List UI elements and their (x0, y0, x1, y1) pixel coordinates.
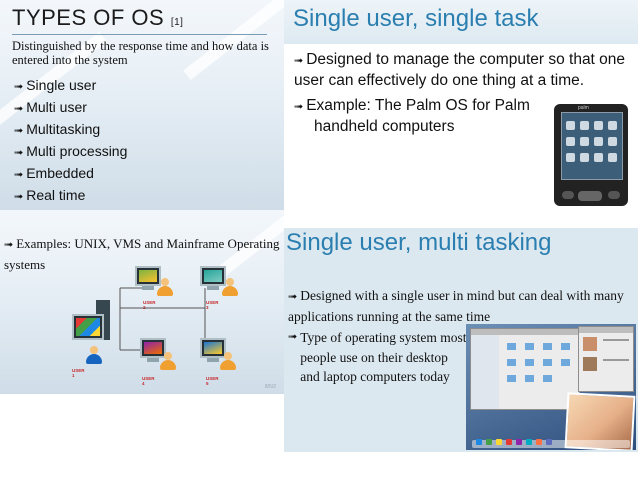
list-item: Real time (14, 184, 127, 206)
bullet-1-text: Designed to manage the computer so that … (294, 51, 626, 89)
slide-single-user-single-task: Single user, single task Designed to man… (284, 0, 638, 212)
bullet-text: Example: The Palm OS for Palm (294, 96, 634, 117)
list-item: Single user (14, 74, 127, 96)
list-item: Multi user (14, 96, 127, 118)
app-icon (580, 137, 589, 146)
intro-text: Distinguished by the response time and h… (12, 39, 269, 67)
app-icon (580, 121, 589, 130)
bullet-text: ➟Type of operating system most people us… (288, 328, 478, 387)
palm-device-image: palm (554, 104, 628, 206)
monitor (200, 266, 226, 286)
monitor (140, 338, 166, 358)
bullet-arrow-icon: ➟ (288, 331, 298, 343)
user-icon (160, 352, 176, 370)
bullet-2-text: Type of operating system most people use… (300, 330, 467, 384)
title-band (284, 0, 638, 44)
app-icon (594, 153, 603, 162)
app-icon (594, 137, 603, 146)
bullet-2-continuation: handheld computers (314, 118, 455, 135)
user-label: USER 3 (206, 300, 219, 310)
mac-desktop-screenshot (466, 324, 636, 450)
slide-title: Single user, single task (293, 5, 539, 32)
palm-brand-label: palm (578, 105, 589, 111)
user-icon (222, 278, 238, 296)
slide-single-user-multi-tasking: Single user, multi tasking Designed with… (284, 228, 638, 452)
os-type-list: Single user Multi user Multitasking Mult… (14, 74, 127, 206)
palm-button (608, 191, 620, 199)
list-item: Embedded (14, 162, 127, 184)
user-icon (220, 352, 236, 370)
network-lines (119, 287, 206, 351)
user-label: USER 2 (143, 300, 156, 310)
title-divider (12, 34, 267, 35)
app-icon (608, 153, 617, 162)
examples-text: Examples: UNIX, VMS and Mainframe Operat… (4, 234, 282, 275)
slide-multi-user: Examples: UNIX, VMS and Mainframe Operat… (0, 210, 284, 394)
dock (472, 439, 630, 448)
title-text: TYPES OF OS (12, 5, 165, 30)
app-icon (566, 137, 575, 146)
monitor (200, 338, 226, 358)
list-item: Multitasking (14, 118, 127, 140)
user-icon (157, 278, 173, 296)
palm-nav-button (578, 191, 602, 201)
app-icon (580, 153, 589, 162)
address-book-window (578, 326, 634, 392)
app-icon (594, 121, 603, 130)
slide-body: Designed to manage the computer so that … (294, 50, 634, 137)
slide-footer: 8/5/2 (264, 384, 276, 390)
monitor (72, 314, 104, 340)
app-icon (566, 121, 575, 130)
user-icon (86, 346, 102, 364)
user-label: USER 4 (142, 376, 155, 386)
bullet-text: Designed with a single user in mind but … (288, 286, 634, 327)
app-icon (608, 137, 617, 146)
bullet-text: Designed to manage the computer so that … (294, 50, 634, 91)
palm-screen (561, 112, 623, 180)
slide-title: Single user, multi tasking (286, 229, 552, 256)
user-label: USER 1 (72, 368, 85, 378)
user-label: USER 5 (206, 376, 219, 386)
reference-mark: [1] (170, 17, 184, 28)
slide-title: TYPES OF OS [1] (12, 5, 183, 31)
app-icon (566, 153, 575, 162)
slide-types-of-os: TYPES OF OS [1] Distinguished by the res… (0, 0, 284, 210)
list-item: Multi processing (14, 140, 127, 162)
palm-button (562, 191, 574, 199)
bullet-2-text: Example: The Palm OS for Palm (306, 97, 530, 114)
app-icon (608, 121, 617, 130)
finder-window (470, 328, 580, 410)
monitor (135, 266, 161, 286)
